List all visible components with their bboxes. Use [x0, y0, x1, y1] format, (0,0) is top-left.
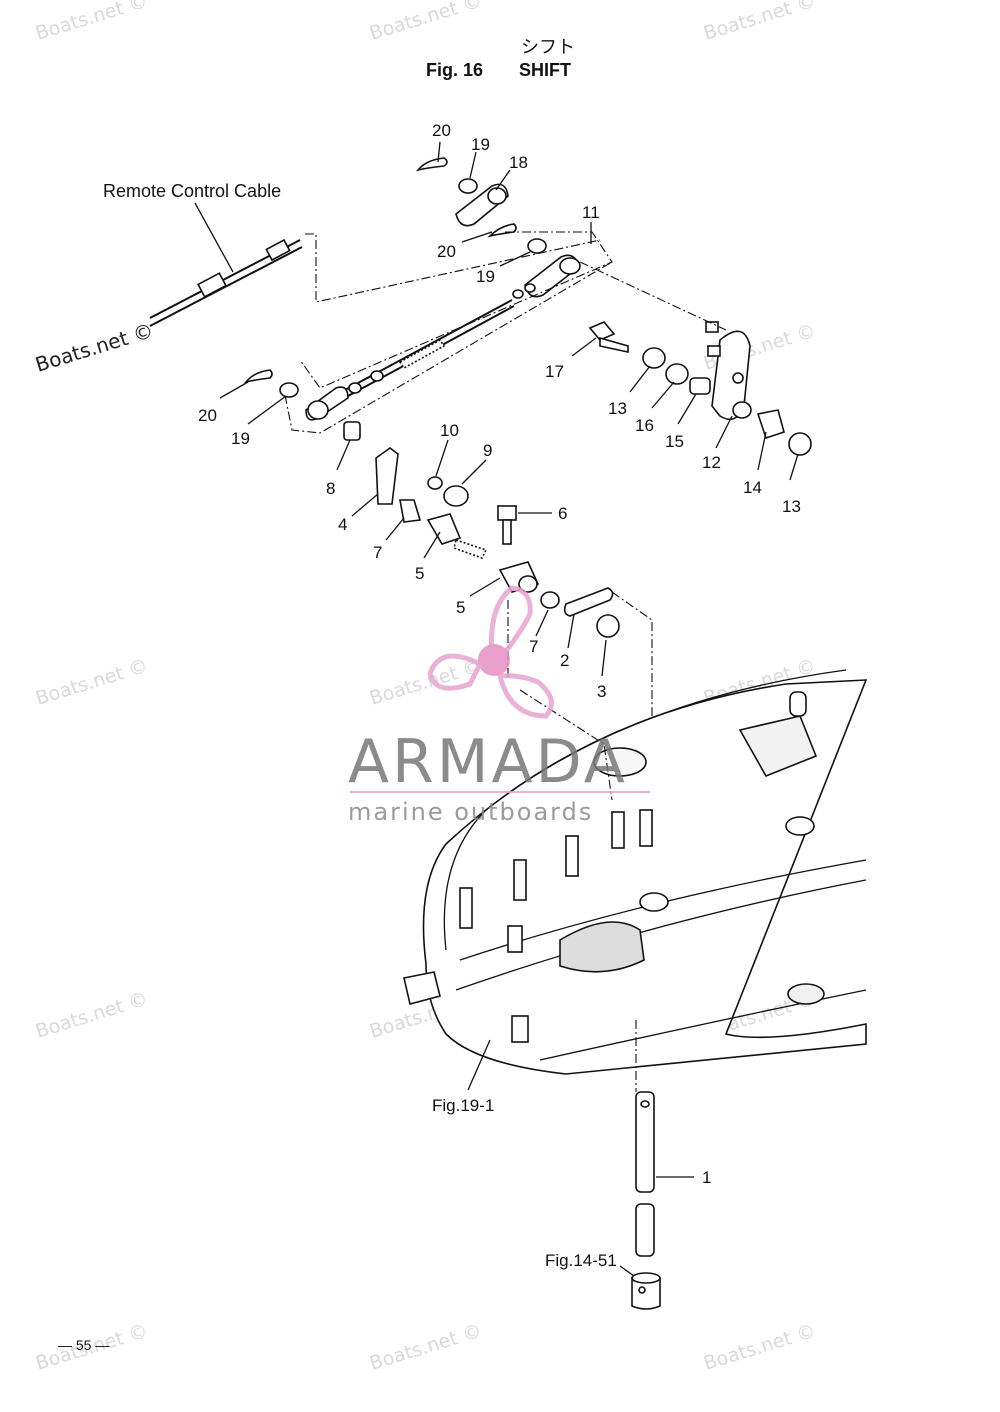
watermark: Boats.net ©: [701, 0, 818, 45]
callout-15: 15: [665, 432, 684, 451]
rod-end-18: [455, 183, 509, 227]
washer-7: [540, 591, 560, 609]
pin-8: [343, 421, 361, 441]
armada-logo: ARMADA marine outboards: [348, 585, 650, 826]
bottom-cowling: [403, 600, 868, 1075]
callout-18: 18: [509, 153, 528, 172]
shift-lever-12: [705, 321, 752, 421]
shift-rod: [344, 283, 536, 397]
callout-9: 9: [483, 441, 492, 460]
remote-control-cable: [149, 233, 601, 327]
callout-16: 16: [635, 416, 654, 435]
group-outline: [299, 231, 613, 389]
callout-8: 8: [326, 479, 335, 498]
clip-20-mid: [487, 223, 517, 238]
figure-number: Fig. 16: [426, 60, 483, 80]
rod-end-11: [524, 254, 581, 298]
washer-19-mid: [527, 238, 547, 254]
washer-10: [427, 476, 443, 490]
washer-19-lower: [279, 382, 299, 398]
callout-12: 12: [702, 453, 721, 472]
callout-19: 19: [471, 135, 490, 154]
brand-tagline: marine outboards: [348, 798, 593, 826]
callout-11: 11: [582, 203, 600, 222]
callout-14: 14: [743, 478, 762, 497]
callout-5: 5: [415, 564, 424, 583]
callout-4: 4: [338, 515, 347, 534]
callout-17: 17: [545, 362, 564, 381]
watermark: Boats.net ©: [33, 0, 150, 45]
callout-20: 20: [198, 406, 217, 425]
callout-leaders: [219, 141, 799, 677]
callout-numbers: 20 19 18 11 20 19 17 13 16 15 12 14 13 2…: [198, 121, 801, 701]
clip-20-upper: [415, 157, 448, 172]
shift-joint-5-upper: [426, 513, 488, 559]
shift-arm-4: [375, 447, 399, 505]
callout-2: 2: [560, 651, 569, 670]
rod-end-lower: [305, 386, 349, 421]
callout-7: 7: [373, 543, 382, 562]
washer-19-upper: [458, 178, 478, 194]
callout-19: 19: [231, 429, 250, 448]
bushing-14: [756, 409, 785, 440]
nut-9: [443, 485, 469, 507]
watermark: Boats.net ©: [367, 0, 484, 45]
nut-3: [596, 614, 620, 638]
leader-line: [619, 1265, 635, 1277]
propeller-logo-icon: [427, 585, 554, 719]
joint-7: [399, 499, 422, 523]
washer-13-lower: [788, 432, 812, 456]
watermark-dark: Boats.net ©: [32, 318, 156, 377]
page-title: SHIFT: [519, 60, 571, 80]
watermark: Boats.net ©: [33, 655, 150, 710]
callout-19: 19: [476, 267, 495, 286]
japanese-title: シフト: [521, 37, 575, 57]
watermark: Boats.net ©: [367, 655, 484, 710]
callout-3: 3: [597, 682, 606, 701]
shift-joint-5-lower: [498, 561, 540, 593]
callout-6: 6: [558, 504, 567, 523]
callout-7: 7: [529, 637, 538, 656]
watermark: Boats.net ©: [701, 1320, 818, 1375]
callout-20: 20: [437, 242, 456, 261]
bolt-6: [497, 505, 517, 545]
fig-14-51-ref: Fig.14-51: [545, 1251, 617, 1270]
leader-line: [467, 1039, 491, 1091]
callout-5: 5: [456, 598, 465, 617]
washer-16: [665, 363, 689, 385]
watermark: Boats.net ©: [33, 988, 150, 1043]
watermark-layer: Boats.net © Boats.net © Boats.net © Boat…: [32, 0, 818, 1375]
shift-coupler: [631, 1272, 661, 1310]
plate-2: [563, 587, 614, 617]
leader-line: [194, 202, 234, 273]
clip-20-lower: [243, 369, 273, 384]
page-number: — 55 —: [58, 1337, 109, 1353]
bolt-17: [588, 321, 629, 353]
callout-13: 13: [608, 399, 627, 418]
callout-20: 20: [432, 121, 451, 140]
fig-19-1-ref: Fig.19-1: [432, 1096, 494, 1115]
brand-name: ARMADA: [348, 727, 628, 797]
watermark: Boats.net ©: [367, 1320, 484, 1375]
washer-13-upper: [642, 347, 666, 369]
remote-cable-label: Remote Control Cable: [103, 181, 281, 201]
callout-1: 1: [702, 1168, 711, 1187]
collar-15: [689, 377, 711, 395]
callout-10: 10: [440, 421, 459, 440]
callout-13: 13: [782, 497, 801, 516]
shift-rod-1: [635, 1091, 655, 1257]
